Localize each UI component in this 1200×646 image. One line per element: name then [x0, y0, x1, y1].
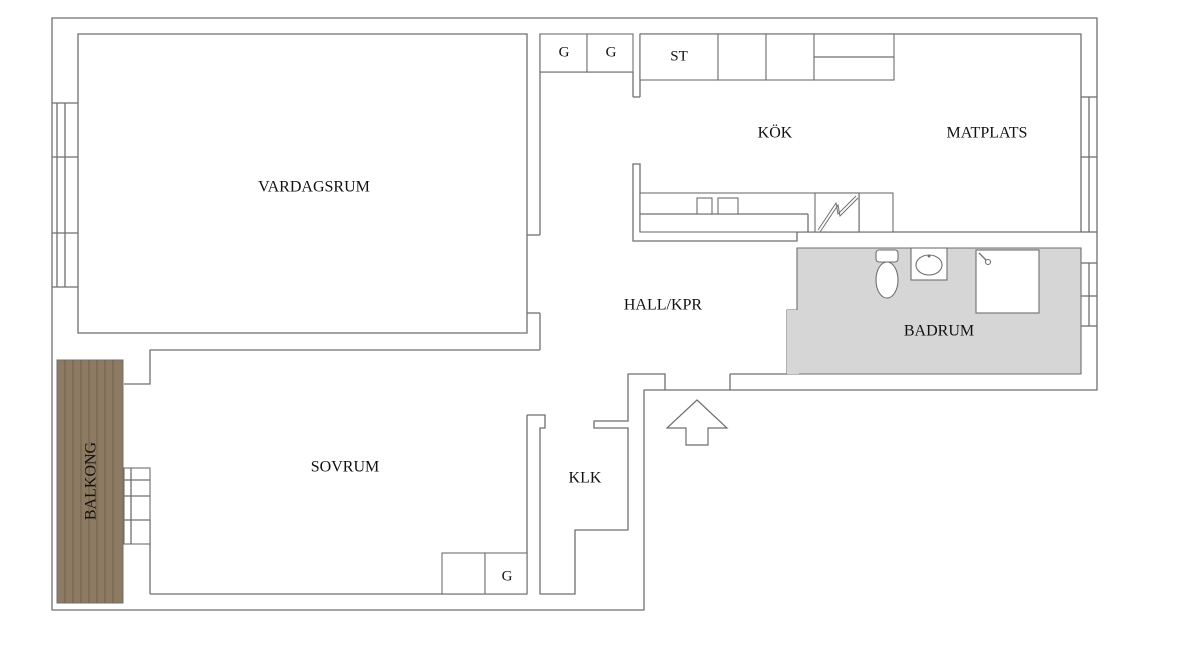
wardrobe-label: G: [502, 568, 513, 584]
room-label-badrum: BADRUM: [904, 323, 974, 340]
stove-icon: [814, 192, 860, 233]
windows-left: [52, 102, 78, 288]
kitchen-upper-cabinets: [639, 33, 895, 81]
wardrobes-bedroom: [441, 552, 528, 595]
room-label-hall: HALL/KPR: [624, 297, 703, 314]
wardrobe-label: G: [559, 44, 570, 60]
toilet-icon: [875, 249, 899, 299]
room-label-balkong: BALKONG: [83, 441, 100, 520]
windows-right: [1081, 96, 1097, 327]
balcony-door: [123, 467, 151, 545]
sink-icon: [910, 247, 948, 281]
entrance-arrow-icon: [665, 399, 729, 446]
room-label-sovrum: SOVRUM: [311, 459, 379, 476]
bathroom-notch: [787, 310, 799, 374]
balcony: [56, 359, 124, 604]
room-label-matplats: MATPLATS: [947, 125, 1028, 142]
wardrobe-label: G: [606, 44, 617, 60]
room-label-vardagsrum: VARDAGSRUM: [258, 179, 370, 196]
room-label-klk: KLK: [569, 470, 602, 487]
room-label-kok: KÖK: [758, 124, 793, 142]
shower-icon: [975, 249, 1040, 314]
storage-label: ST: [670, 48, 688, 64]
wardrobes-hall: [539, 33, 634, 73]
